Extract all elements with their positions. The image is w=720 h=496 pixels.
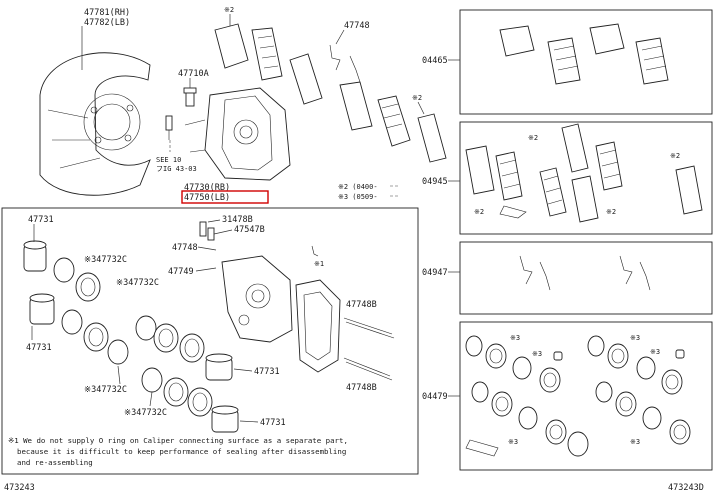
label-note1-small: ※1 <box>314 260 324 268</box>
label-see-ref-1: SEE 10 <box>156 156 181 164</box>
caliper-assembly-drawing <box>184 87 291 181</box>
label-pad-note-2: ※2 <box>224 6 234 14</box>
footer-left-code: 473243 <box>4 483 35 493</box>
label-31478b: 31478B <box>222 215 253 225</box>
label-kit-note-2b: ※2 <box>528 134 538 142</box>
label-kit-note-3e: ※3 <box>508 438 518 446</box>
dust-shield-drawing <box>39 52 151 196</box>
bleeder-bolt-drawing <box>183 87 197 107</box>
kit-box-04945 <box>459 121 713 235</box>
label-clip-47748: 47748 <box>344 21 370 31</box>
label-47547b: 47547B <box>234 225 265 235</box>
footer-right-code: 473243D <box>668 483 704 493</box>
kit-box-04947 <box>459 241 713 315</box>
label-see-ref-2: フIG 43-03 <box>156 165 197 173</box>
label-47731-b: 47731 <box>26 343 52 353</box>
kit-04479-seals-drawing <box>465 335 691 457</box>
label-kit-04465: 04465 <box>422 56 448 66</box>
label-47731-c: 47731 <box>254 367 280 377</box>
label-kit-04945: 04945 <box>422 177 448 187</box>
kit-04945-shims-drawing <box>465 123 703 223</box>
label-347732c-c: ※347732C <box>84 385 127 395</box>
caliper-body-lower-drawing <box>221 255 341 373</box>
label-kit-note-3d: ※3 <box>650 348 660 356</box>
label-kit-note-2c: ※2 <box>474 208 484 216</box>
label-note-ref-2: ※2 (0400- <box>338 183 378 191</box>
label-kit-note-3f: ※3 <box>630 438 640 446</box>
label-kit-note-2e: ※2 <box>606 208 616 216</box>
label-47748-caliper: 47748 <box>172 243 198 253</box>
footnote-line-1: ※1 We do not supply O ring on Caliper co… <box>8 436 348 445</box>
label-note-ref-3: ※3 (0509- <box>338 193 378 201</box>
label-kit-note-3c: ※3 <box>630 334 640 342</box>
label-caliper-rh: 47730(RB) <box>184 183 230 193</box>
footnote-line-3: and re-assembling <box>17 458 93 467</box>
guide-pins-drawing <box>199 221 395 381</box>
label-kit-note-2d: ※2 <box>670 152 680 160</box>
label-347732c-b: ※347732C <box>116 278 159 288</box>
label-347732c-a: ※347732C <box>84 255 127 265</box>
label-kit-04479: 04479 <box>422 392 448 402</box>
kit-04947-clips-drawing <box>519 255 651 291</box>
footnote-line-2: because it is difficult to keep performa… <box>17 447 346 456</box>
label-pad-note-2b: ※2 <box>412 94 422 102</box>
label-347732c-d: ※347732C <box>124 408 167 418</box>
kit-04465-pads-drawing <box>499 23 669 85</box>
label-47749: 47749 <box>168 267 194 277</box>
mounting-bolt-drawing <box>165 115 173 140</box>
caliper-components-box <box>1 207 419 475</box>
label-kit-note-3b: ※3 <box>532 350 542 358</box>
brake-pads-upper-drawing <box>214 23 447 163</box>
label-caliper-lb: 47750(LB) <box>184 193 230 203</box>
label-shield-rh: 47781(RH) <box>84 8 130 18</box>
kit-box-04465 <box>459 9 713 115</box>
label-kit-note-3a: ※3 <box>510 334 520 342</box>
piston-seal-drawing <box>23 240 239 433</box>
label-kit-04947: 04947 <box>422 268 448 278</box>
label-47731-a: 47731 <box>28 215 54 225</box>
label-47748b-a: 47748B <box>346 300 377 310</box>
caliper-lb-highlight <box>181 190 269 204</box>
label-47731-d: 47731 <box>260 418 286 428</box>
label-shield-lb: 47782(LB) <box>84 18 130 28</box>
label-47748b-b: 47748B <box>346 383 377 393</box>
label-bolt-47710a: 47710A <box>178 69 209 79</box>
